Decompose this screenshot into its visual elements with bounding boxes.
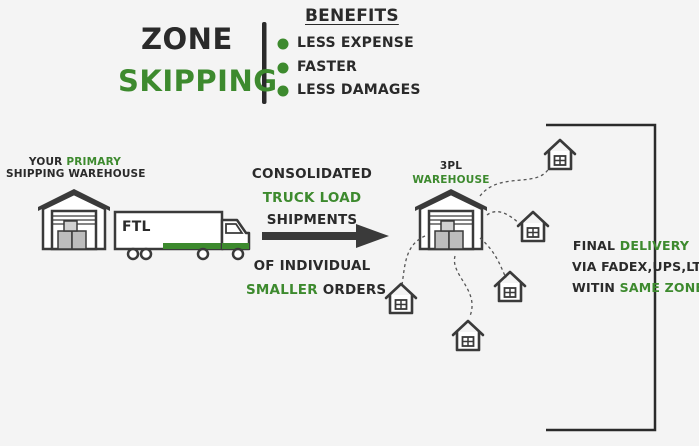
title-line-1: ZONE (141, 22, 233, 56)
3pl-warehouse-icon (413, 187, 489, 251)
shipment-line-4: OF INDIVIDUAL (253, 258, 371, 274)
benefits-heading: BENEFITS (305, 6, 399, 26)
shipment-line-2: TRUCK LOAD (262, 190, 362, 206)
shipment-arrow (262, 224, 389, 248)
shipment-line-1: CONSOLIDATED (251, 166, 373, 182)
origin-caption-line2: SHIPPING WAREHOUSE (6, 168, 146, 180)
home-icon (543, 138, 577, 171)
final-delivery-highlight: DELIVERY (619, 238, 690, 253)
benefit-bullet (277, 85, 289, 97)
benefit-item: FASTER (297, 59, 357, 75)
shipment-line-5-rest: ORDERS (317, 282, 387, 298)
benefit-bullet (277, 38, 289, 50)
final-delivery-line-2: VIA FADEX,UPS,LTL (572, 259, 699, 274)
same-zone-prefix: WITIN (572, 280, 620, 295)
3pl-caption-line-1: 3PL (439, 160, 463, 172)
primary-warehouse-icon (36, 187, 112, 251)
ftl-truck-icon (113, 210, 251, 261)
title-line-2: SKIPPING (118, 64, 278, 98)
shipment-line-5-highlight: SMALLER (246, 282, 318, 298)
benefit-item: LESS EXPENSE (297, 35, 414, 51)
shipment-line-3: SHIPMENTS (266, 212, 358, 228)
delivery-routes (401, 165, 551, 317)
home-icon (384, 282, 418, 315)
final-delivery-line-3: WITIN SAME ZONE (572, 280, 699, 295)
origin-caption: YOUR PRIMARY SHIPPING WAREHOUSE (6, 156, 146, 180)
home-icon (493, 270, 527, 303)
final-delivery-line-1: FINAL DELIVERY (572, 238, 690, 253)
zone-bracket (546, 123, 657, 432)
final-delivery-prefix: FINAL (572, 238, 620, 253)
benefit-bullet (277, 62, 289, 74)
origin-caption-prefix: YOUR (28, 156, 67, 168)
home-icon (451, 319, 485, 352)
shipment-line-5: SMALLER ORDERS (246, 282, 386, 298)
origin-caption-highlight: PRIMARY (66, 156, 122, 168)
home-icon (516, 210, 550, 243)
truck-label: FTL (122, 219, 151, 235)
same-zone-highlight: SAME ZONE (619, 280, 699, 295)
benefit-item: LESS DAMAGES (297, 82, 421, 98)
3pl-caption-line-2: WAREHOUSE (412, 174, 490, 186)
benefits-divider (262, 22, 267, 104)
